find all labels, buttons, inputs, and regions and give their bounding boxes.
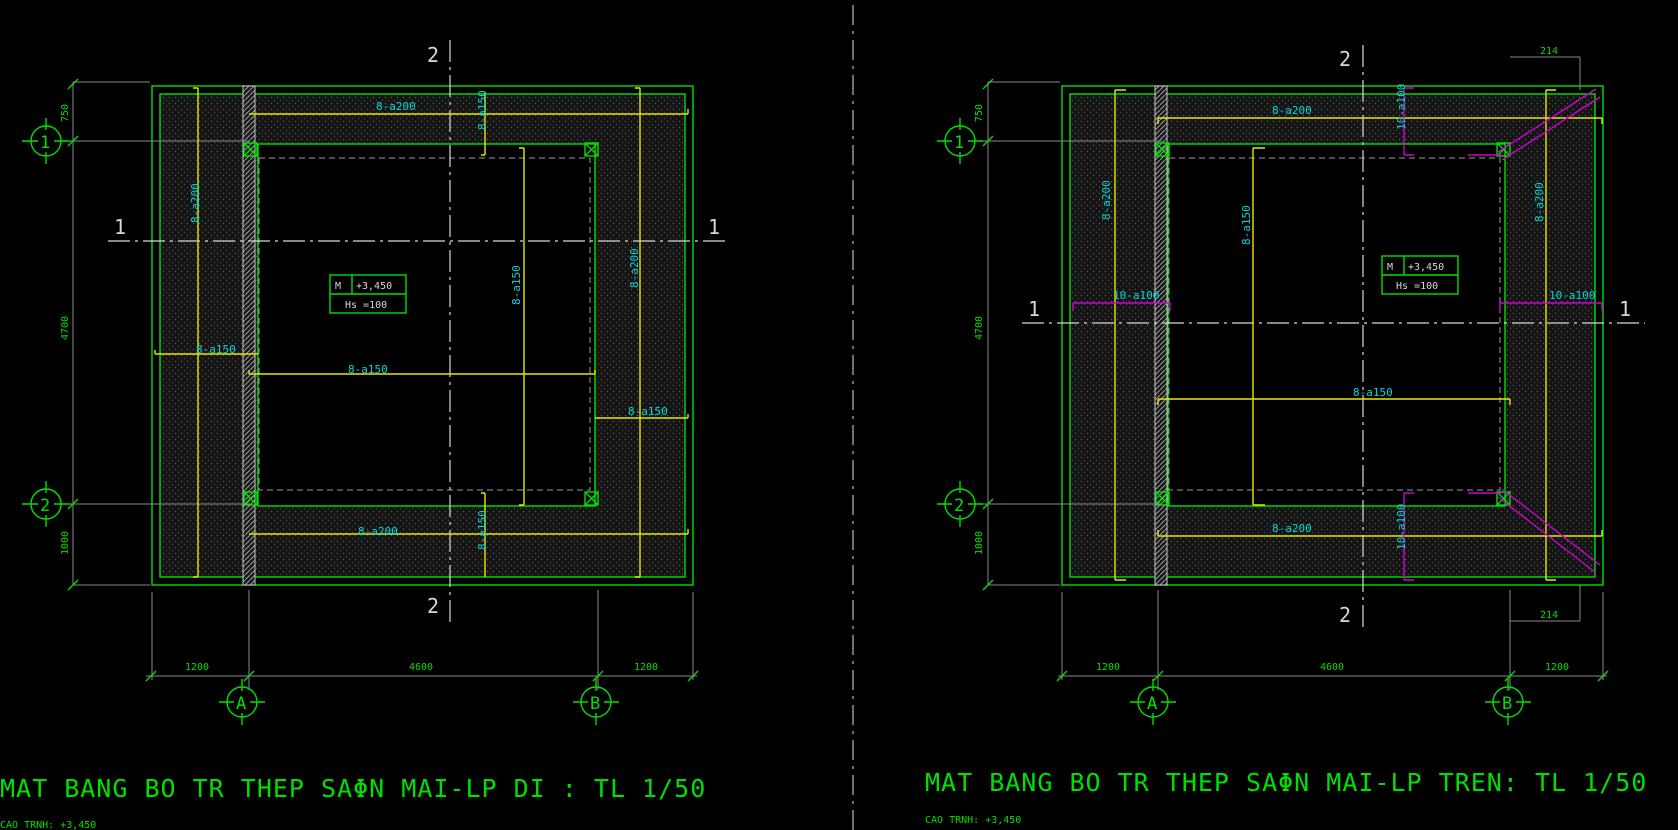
rebar-label: 8-a150 (628, 405, 668, 418)
level-box: M +3,450 Hs =100 (1381, 255, 1459, 295)
section-label-1-right: 1 (1619, 297, 1631, 321)
plan-title: MAT BANG BO TR THEP SAΦN MAI-LP DI : TL … (0, 774, 706, 803)
rebar-label: 8-a200 (1100, 180, 1113, 220)
svg-text:4600: 4600 (409, 662, 433, 673)
rebar-lines (1114, 89, 1603, 581)
slab-outer-outline (1061, 85, 1604, 586)
column-markers (243, 142, 599, 506)
rebar-label: 8-a200 (358, 525, 398, 538)
svg-text:1000: 1000 (60, 531, 71, 555)
beam-band-hatch (160, 94, 685, 577)
svg-text:M: M (335, 281, 341, 292)
svg-text:1200: 1200 (1545, 662, 1569, 673)
section-label-2-bottom: 2 (1339, 603, 1351, 627)
rebar-label: 8-a200 (376, 100, 416, 113)
rebar-labels: 8-a200 8-a150 8-a200 8-a150 8-a150 8-a20… (189, 90, 668, 550)
rebar-label: 8-a150 (476, 510, 489, 550)
rebar-label: 10-a100 (1395, 504, 1408, 550)
grid-bubble-b: B (1485, 679, 1531, 725)
svg-text:2: 2 (954, 496, 964, 516)
svg-text:1: 1 (954, 133, 964, 153)
rebar-label: 8-a200 (1272, 522, 1312, 535)
grid-bubble-2: 2 (937, 481, 983, 527)
svg-text:+3,450: +3,450 (356, 281, 392, 292)
rebar-label: 8-a150 (476, 90, 489, 130)
svg-text:750: 750 (974, 104, 985, 122)
section-label-1-left: 1 (114, 215, 126, 239)
rebar-label: 8-a200 (1533, 182, 1546, 222)
svg-text:M: M (1387, 262, 1393, 273)
plan-upper-rebar: 8-a200 10-a100 8-a200 8-a150 10-a100 10-… (925, 45, 1647, 826)
grid-bubble-a: A (219, 679, 265, 725)
slab-outer-outline (151, 85, 694, 586)
rebar-label: 10-a100 (1549, 289, 1595, 302)
dimension-214: 214 214 (1510, 46, 1581, 622)
wall-axis-a (242, 85, 256, 586)
section-label-2-top: 2 (1339, 47, 1351, 71)
svg-text:2: 2 (40, 496, 50, 516)
svg-text:1200: 1200 (634, 662, 658, 673)
slab-inner-outline (159, 93, 686, 578)
rebar-label: 8-a150 (348, 363, 388, 376)
svg-text:Hs =100: Hs =100 (1396, 281, 1438, 292)
rebar-label: 8-a150 (510, 265, 523, 305)
rebar-label: 8-a150 (1240, 205, 1253, 245)
svg-text:1200: 1200 (185, 662, 209, 673)
dimension-horizontal: 1200 4600 1200 (1056, 592, 1609, 682)
plan-subtitle: CAO TRNH: +3,450 (925, 815, 1021, 826)
grid-bubble-a: A (1130, 679, 1176, 725)
svg-text:214: 214 (1540, 46, 1558, 57)
svg-text:+3,450: +3,450 (1408, 262, 1444, 273)
rebar-labels: 8-a200 10-a100 8-a200 8-a150 10-a100 10-… (1100, 84, 1595, 550)
svg-text:B: B (590, 694, 600, 714)
level-box: M +3,450 Hs =100 (329, 274, 407, 314)
slab-inner-outline (1069, 93, 1596, 578)
svg-text:4600: 4600 (1320, 662, 1344, 673)
rebar-label: 8-a200 (189, 183, 202, 223)
svg-text:4700: 4700 (974, 316, 985, 340)
svg-text:1000: 1000 (974, 531, 985, 555)
rebar-label: 10-a100 (1113, 289, 1159, 302)
rebar-label: 8-a200 (1272, 104, 1312, 117)
wall-axis-a (1154, 85, 1168, 586)
svg-text:750: 750 (60, 104, 71, 122)
rebar-label: 8-a200 (628, 248, 641, 288)
svg-text:A: A (236, 694, 246, 714)
plan-lower-rebar: 8-a200 8-a150 8-a200 8-a150 8-a150 8-a20… (0, 40, 730, 830)
plan-subtitle: CAO TRNH: +3,450 (0, 820, 96, 830)
grid-bubble-b: B (573, 679, 619, 725)
rebar-lines (154, 87, 689, 578)
rebar-label: 8-a150 (1353, 386, 1393, 399)
section-label-1-right: 1 (708, 215, 720, 239)
opening-outline (257, 143, 596, 507)
extra-rebar-lines (1072, 87, 1603, 581)
svg-text:A: A (1147, 694, 1157, 714)
section-label-2-top: 2 (427, 43, 439, 67)
beam-dashed-outline (258, 157, 591, 491)
section-label-2-bottom: 2 (427, 594, 439, 618)
dimension-horizontal: 1200 4600 1200 (145, 592, 699, 682)
rebar-label: 10-a100 (1395, 84, 1408, 130)
section-label-1-left: 1 (1028, 297, 1040, 321)
column-markers (1155, 142, 1511, 506)
grid-bubble-2: 2 (22, 481, 70, 527)
dimension-vertical: 750 4700 1000 (974, 78, 1060, 591)
svg-text:214: 214 (1540, 610, 1558, 621)
svg-text:Hs =100: Hs =100 (345, 300, 387, 311)
plan-title: MAT BANG BO TR THEP SAΦN MAI-LP TREN: TL… (925, 768, 1647, 797)
opening-outline (1167, 143, 1506, 507)
dimension-vertical: 750 4700 1000 (60, 78, 150, 591)
svg-text:4700: 4700 (60, 316, 71, 340)
svg-text:B: B (1502, 694, 1512, 714)
beam-band-hatch (1070, 94, 1595, 577)
grid-bubble-1: 1 (937, 118, 983, 164)
svg-text:1200: 1200 (1096, 662, 1120, 673)
beam-dashed-outline (1168, 157, 1501, 491)
svg-text:1: 1 (40, 133, 50, 153)
grid-bubble-1: 1 (22, 118, 70, 164)
rebar-label: 8-a150 (196, 343, 236, 356)
